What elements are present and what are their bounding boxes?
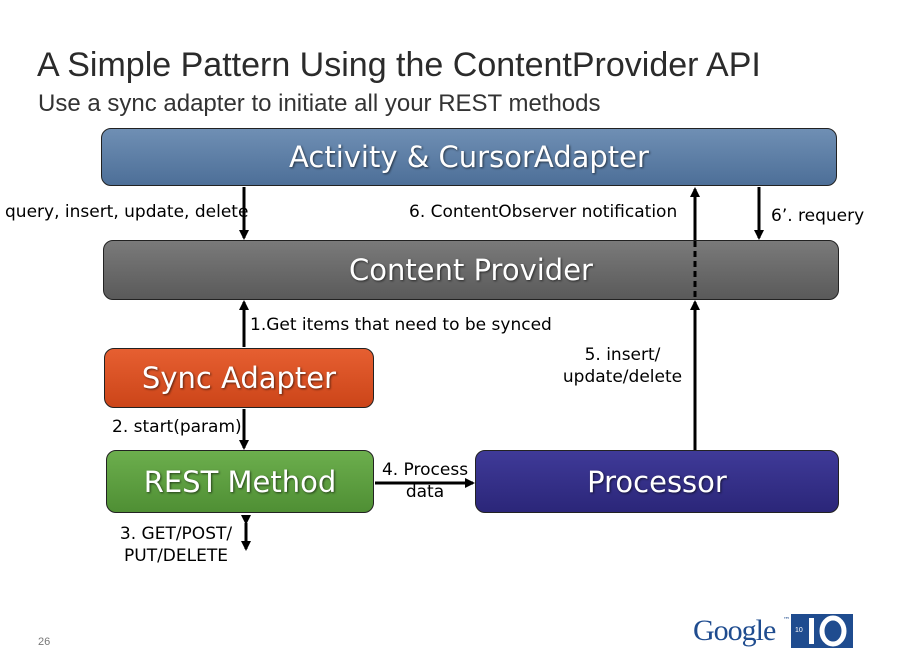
content-provider-box-label: Content Provider bbox=[349, 253, 593, 287]
slide-subtitle: Use a sync adapter to initiate all your … bbox=[38, 90, 601, 117]
http-label-line-1: 3. GET/POST/ bbox=[119, 524, 233, 544]
page-number: 26 bbox=[38, 636, 51, 648]
rest-method-box-label: REST Method bbox=[143, 464, 337, 499]
google-wordmark: Google bbox=[693, 614, 776, 647]
processor-box-label: Processor bbox=[587, 464, 727, 499]
google-io-logo: Google ™ 10 bbox=[693, 612, 853, 652]
insert-label: 5. insert/ update/delete bbox=[560, 344, 685, 388]
activity-box-label: Activity & CursorAdapter bbox=[289, 140, 649, 174]
insert-label-line-2: update/delete bbox=[562, 367, 683, 387]
rest-method-box: REST Method bbox=[106, 450, 374, 513]
process-label: 4. Process data bbox=[378, 459, 472, 503]
sync-adapter-box-label: Sync Adapter bbox=[141, 361, 337, 395]
get-items-label: 1.Get items that need to be synced bbox=[250, 315, 552, 335]
http-label-line-2: PUT/DELETE bbox=[124, 546, 228, 566]
http-label: 3. GET/POST/ PUT/DELETE bbox=[112, 523, 240, 567]
io-year: 10 bbox=[795, 627, 803, 634]
sync-adapter-box: Sync Adapter bbox=[104, 348, 374, 408]
process-label-line-2: data bbox=[405, 482, 445, 502]
io-icon bbox=[791, 614, 853, 648]
activity-box: Activity & CursorAdapter bbox=[101, 128, 837, 186]
insert-label-line-1: 5. insert/ bbox=[584, 345, 661, 365]
slide-title: A Simple Pattern Using the ContentProvid… bbox=[37, 46, 761, 84]
content-provider-box: Content Provider bbox=[103, 240, 839, 300]
query-label: query, insert, update, delete bbox=[5, 202, 249, 222]
start-label: 2. start(param) bbox=[112, 417, 242, 437]
processor-box: Processor bbox=[475, 450, 839, 513]
trademark-mark: ™ bbox=[783, 616, 790, 624]
requery-label: 6’. requery bbox=[771, 206, 865, 226]
process-label-line-1: 4. Process bbox=[381, 460, 469, 480]
observer-label: 6. ContentObserver notification bbox=[409, 202, 678, 222]
